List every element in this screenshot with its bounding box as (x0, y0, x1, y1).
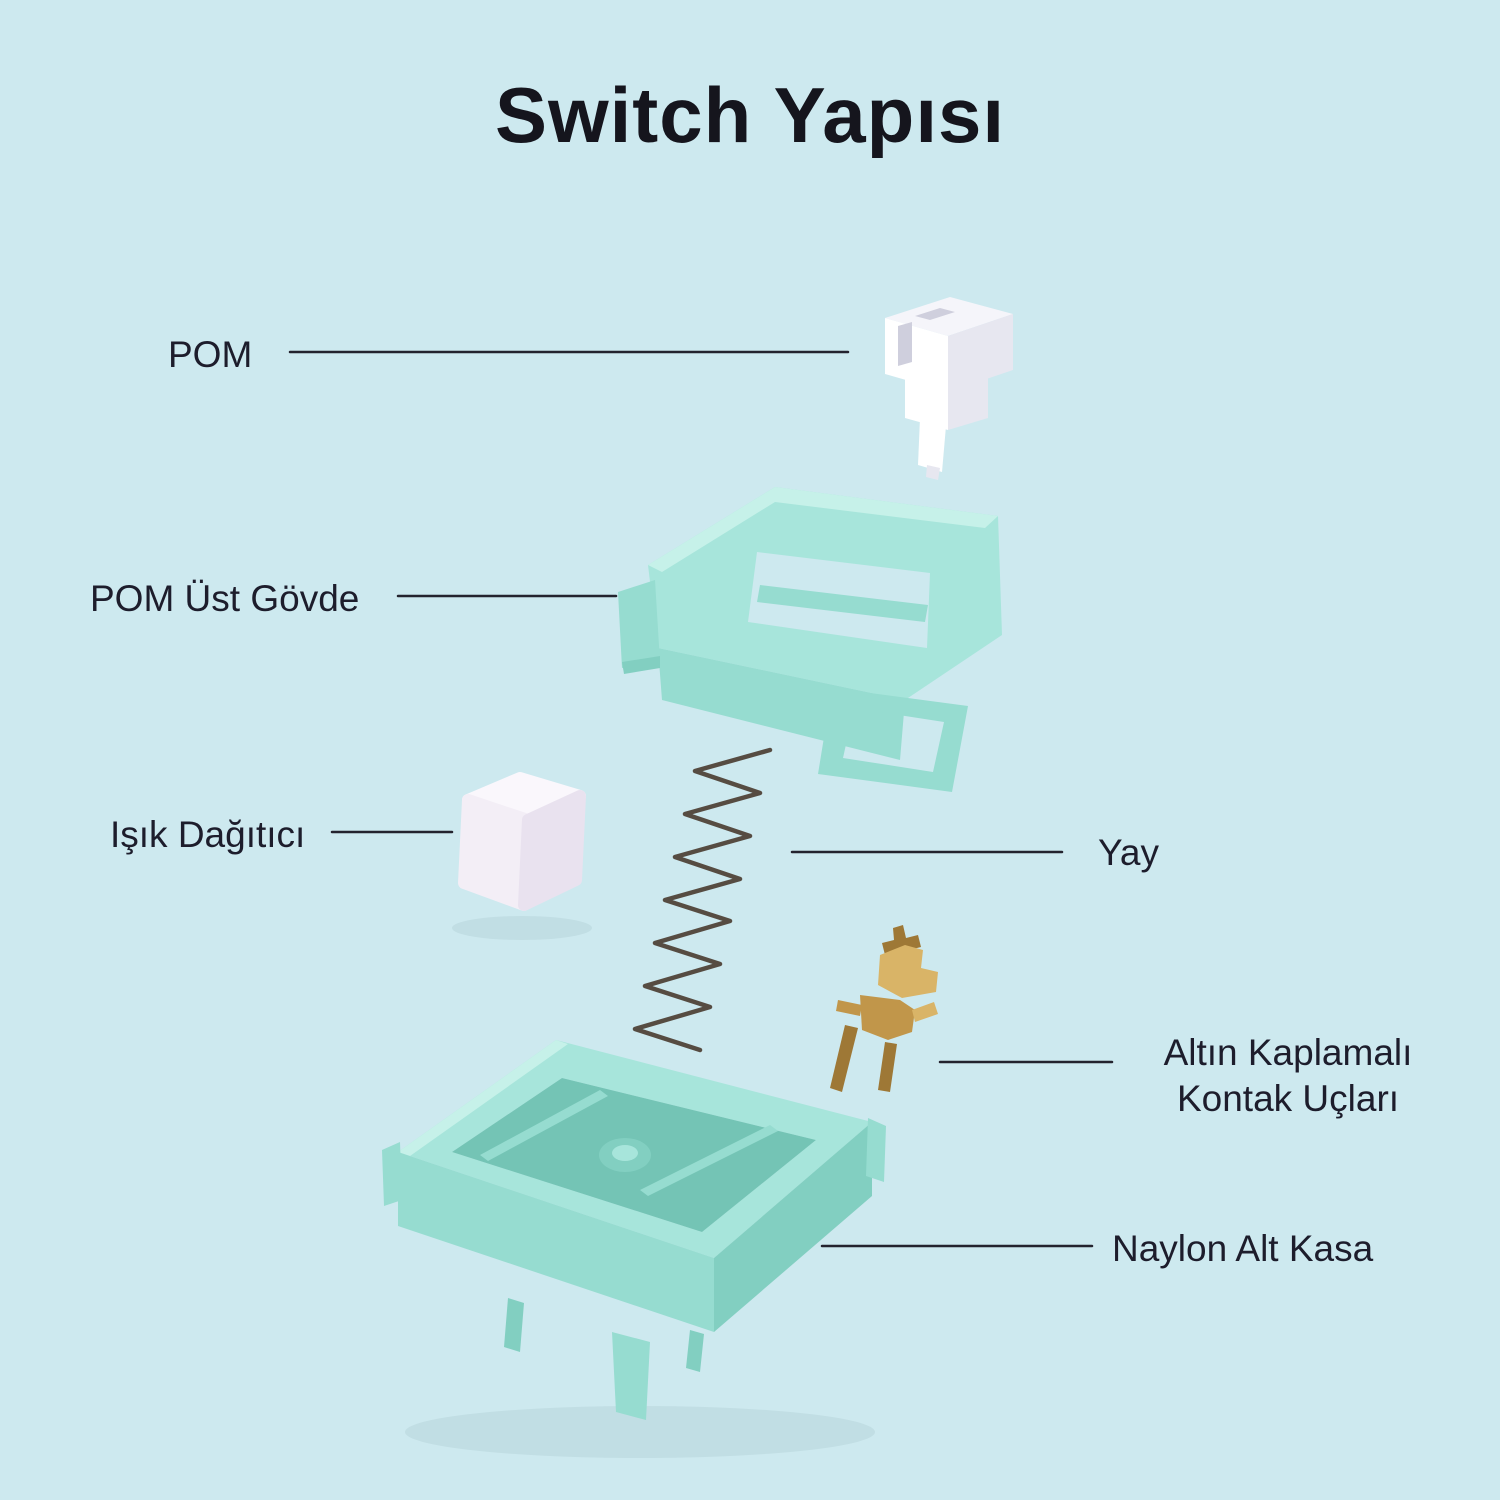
label-spring: Yay (1098, 832, 1160, 873)
label-contacts-line1: Altın Kaplamalı (1163, 1032, 1413, 1073)
page-title: Switch Yapısı (494, 71, 1006, 159)
label-pom: POM (168, 334, 253, 375)
spring-illustration (632, 747, 773, 1053)
stem-illustration (885, 297, 1013, 480)
label-top-housing: POM Üst Gövde (90, 578, 360, 619)
diffuser-illustration (458, 772, 586, 911)
bottom-housing-shadow (405, 1406, 875, 1458)
contacts-illustration (830, 925, 938, 1092)
label-contacts: Altın Kaplamalı Kontak Uçları (1148, 1030, 1428, 1123)
bottom-housing-illustration (382, 1040, 886, 1420)
label-diffuser: Işık Dağıtıcı (110, 814, 306, 855)
diffuser-shadow (452, 916, 592, 940)
label-bottom-housing: Naylon Alt Kasa (1112, 1228, 1374, 1269)
label-contacts-line2: Kontak Uçları (1176, 1078, 1400, 1120)
top-housing-illustration (618, 487, 1002, 792)
